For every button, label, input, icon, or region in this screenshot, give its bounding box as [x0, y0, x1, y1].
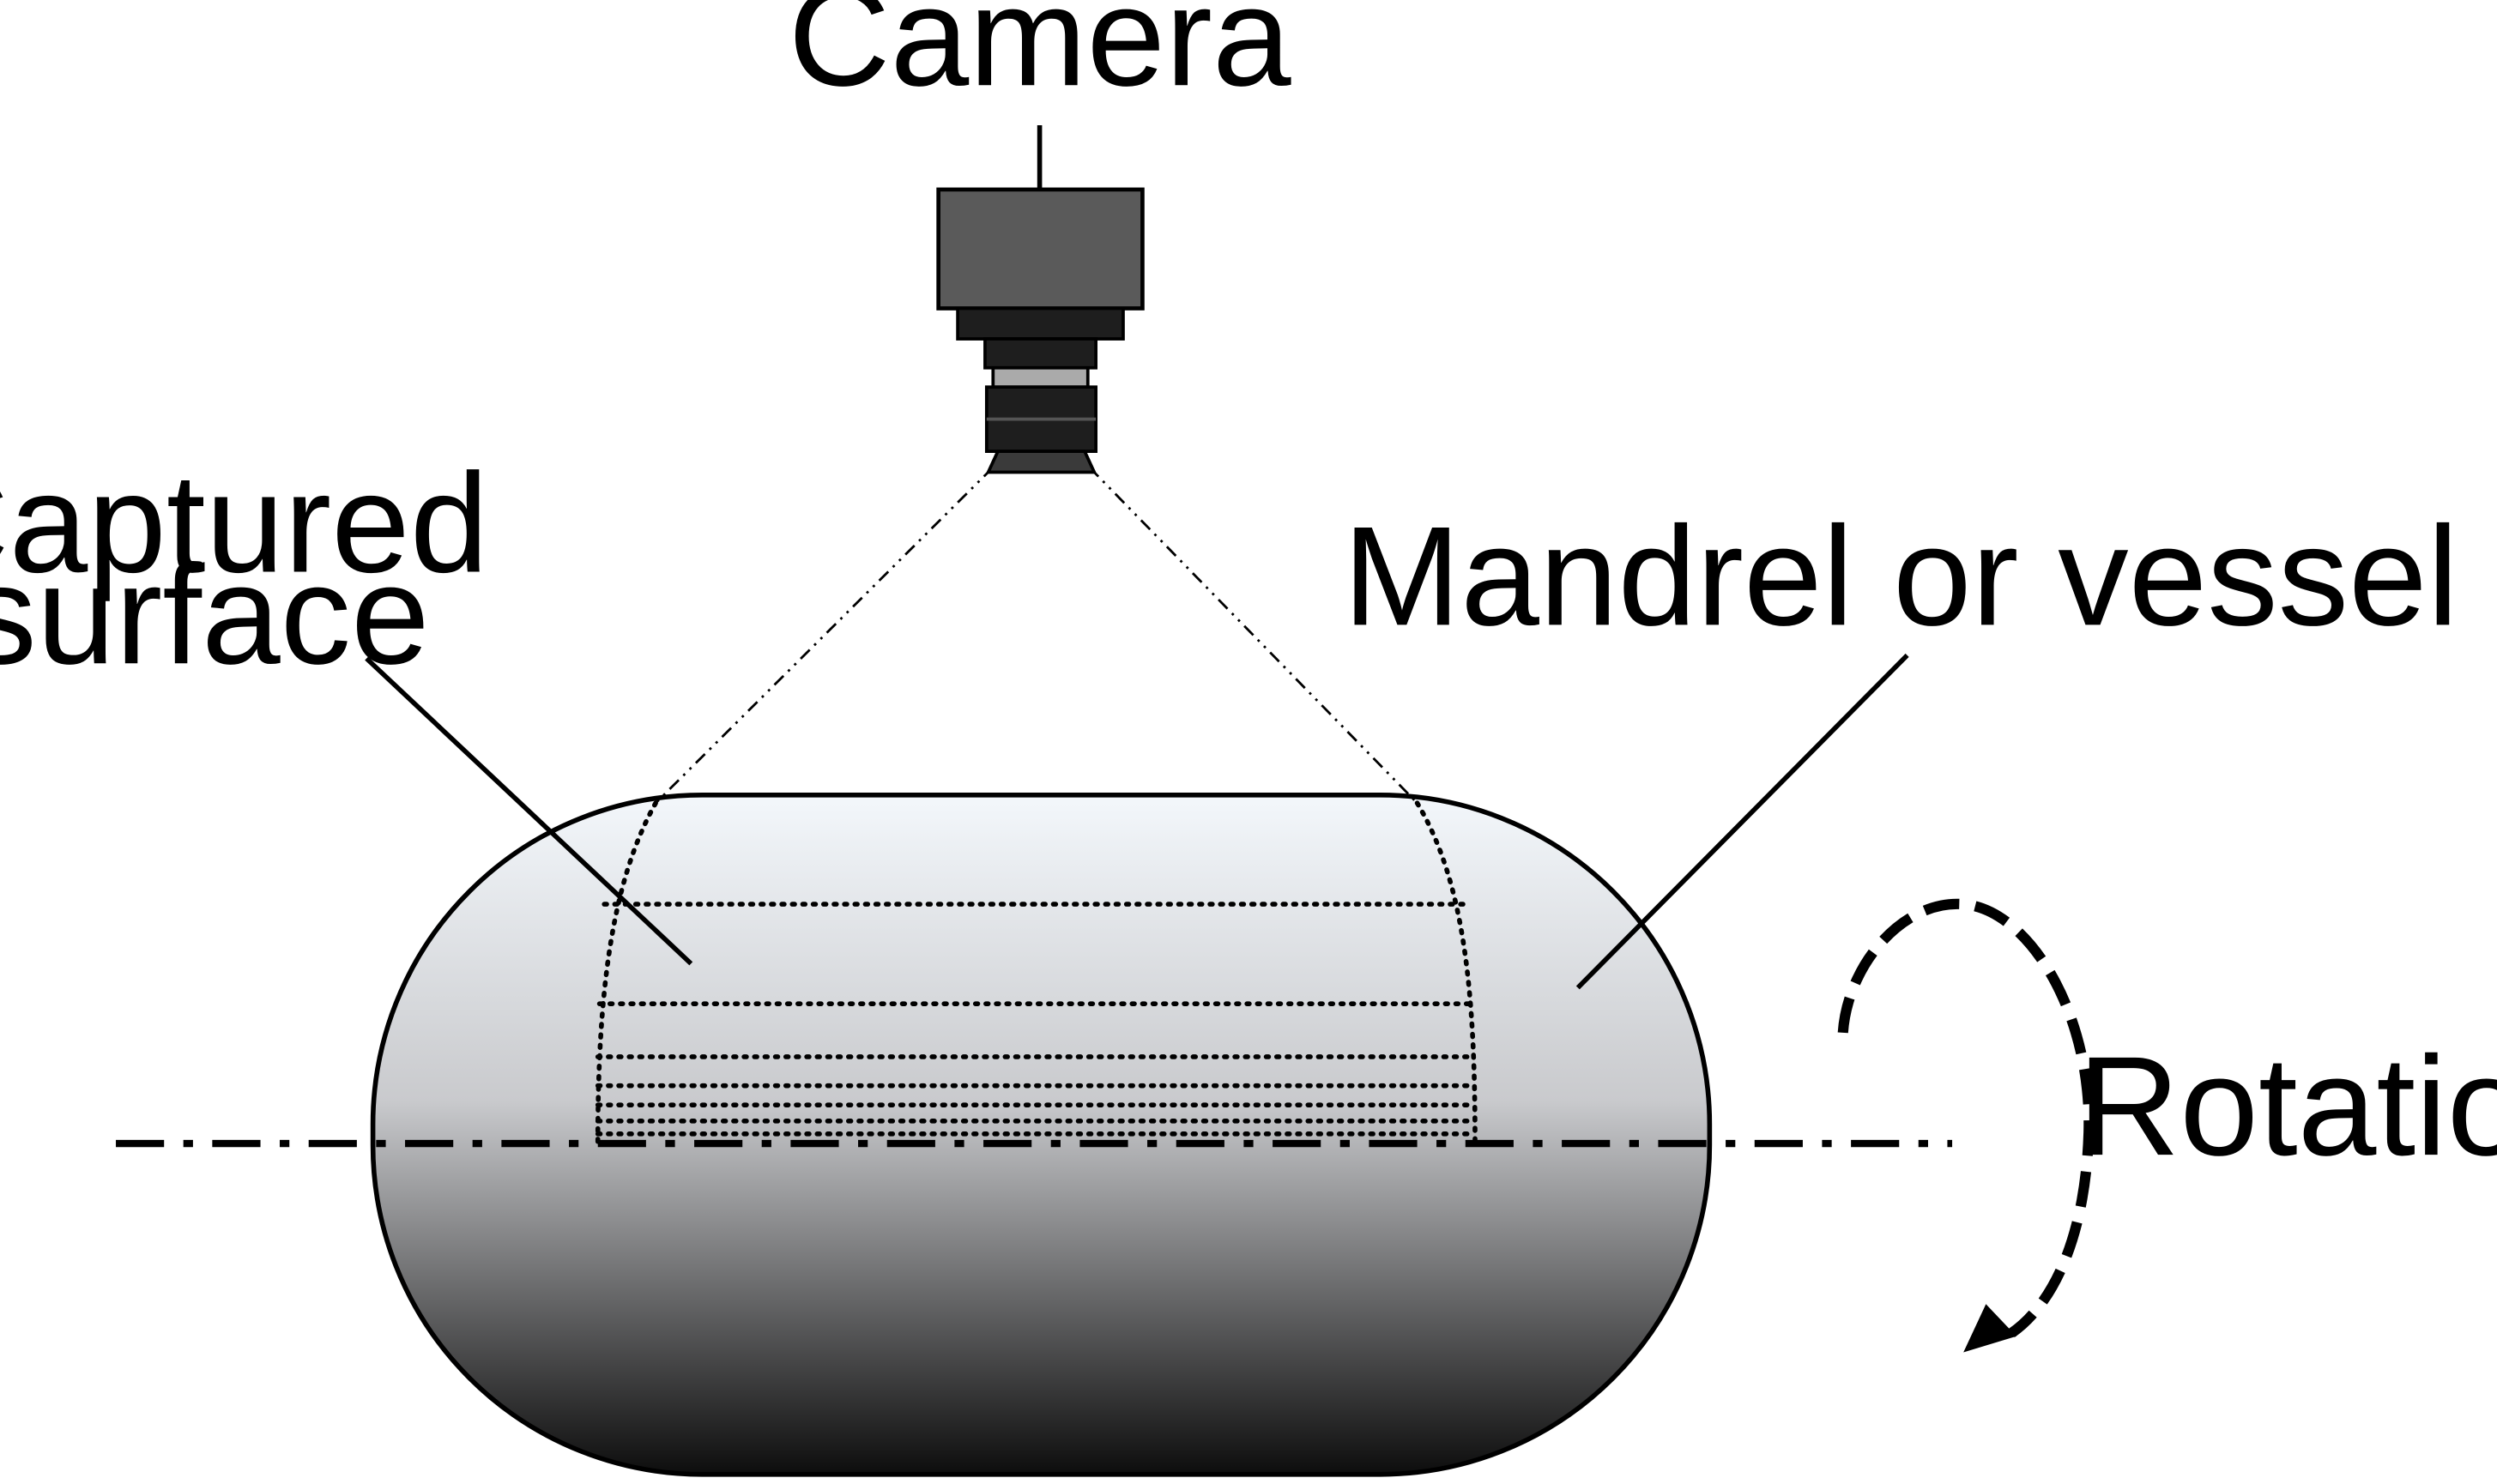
camera-body	[936, 187, 1145, 311]
camera-lens-front	[985, 449, 1097, 474]
camera-lens-ring	[991, 365, 1090, 389]
captured-surface-leader	[365, 656, 693, 966]
camera-label: Camera	[789, 0, 1291, 115]
camera-mount	[956, 306, 1125, 341]
camera-icon	[936, 125, 1145, 474]
vessel-body	[370, 792, 1713, 1477]
rotation-label: Rotation	[2077, 1027, 2497, 1185]
camera-view-lines	[655, 466, 1418, 805]
rotation-arrow-icon	[1837, 898, 2095, 1353]
captured-surface-label-line2: surface	[0, 535, 430, 693]
captured-surface-label-line1: Captured	[0, 444, 488, 602]
vessel-label: Mandrel or vessel	[1343, 497, 2458, 655]
camera-lens-upper	[983, 337, 1098, 370]
vessel-leader	[1575, 653, 1909, 990]
captured-surface-region	[595, 800, 1478, 1146]
